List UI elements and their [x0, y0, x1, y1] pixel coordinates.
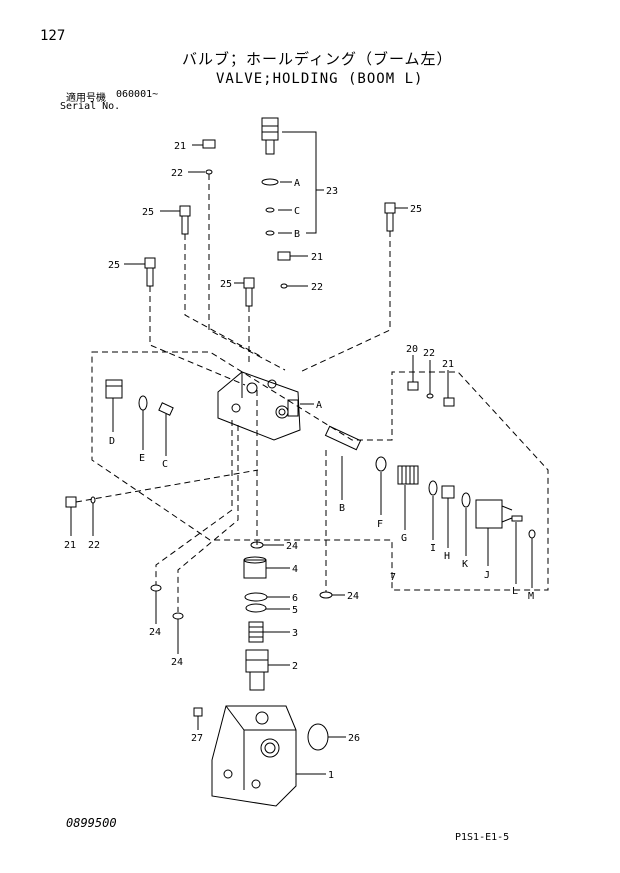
part-K-oring: [461, 492, 471, 508]
callout-22: 22: [171, 168, 183, 179]
callout-21: 21: [442, 359, 454, 370]
title-japanese: バルブ；ホールディング（ブーム左）: [182, 50, 453, 68]
callout-20: 20: [406, 344, 418, 355]
serial-value: 060001~: [116, 89, 159, 100]
valve-body: [217, 371, 301, 441]
part-E-oring: [138, 395, 148, 411]
part-21-plug-mid: [277, 251, 291, 289]
callout-21: 21: [64, 540, 76, 551]
assembly-boundary: [91, 351, 549, 591]
part-5-backup-ring: [245, 603, 267, 613]
part-4-piston: [243, 556, 267, 579]
part-25-bolt-3: [243, 277, 255, 307]
callout-C: C: [294, 206, 300, 217]
page-code: P1S1-E1-5: [455, 832, 510, 843]
callout-3: 3: [292, 628, 298, 639]
part-20-plug-right: [407, 381, 455, 407]
callout-I: I: [430, 543, 436, 554]
callout-A: A: [294, 178, 300, 189]
callout-F: F: [377, 519, 383, 530]
callout-H: H: [444, 551, 450, 562]
part-21-plug-lower: [65, 496, 96, 508]
callout-M: M: [528, 591, 534, 602]
part-25-bolt-1: [179, 205, 191, 235]
part-C-sleeve: [158, 402, 174, 416]
serial-label-english: Serial No.: [60, 101, 121, 112]
callout-25: 25: [410, 204, 422, 215]
part-24-oring-3: [172, 612, 184, 620]
callout-B: B: [294, 229, 300, 240]
part-24-oring-4: [319, 591, 333, 599]
part-23-plug: [261, 117, 279, 236]
callout-25: 25: [108, 260, 120, 271]
part-3-spring: [248, 621, 264, 643]
serial-label-japanese: 適用号機: [66, 93, 106, 104]
part-J-cap: [475, 499, 513, 529]
callout-23: 23: [326, 186, 338, 197]
callout-C: C: [162, 459, 168, 470]
callout-24: 24: [171, 657, 183, 668]
callout-labels: 21 22 25 25 25 25 A C B 23 21 22 20 22 2…: [64, 141, 534, 781]
callout-2: 2: [292, 661, 298, 672]
part-G-spring: [397, 465, 419, 485]
part-M-ring: [528, 529, 536, 539]
title-english: VALVE;HOLDING (BOOM L): [216, 71, 424, 87]
part-25-bolt-2: [144, 257, 156, 287]
part-D-plug: [105, 379, 123, 399]
callout-A: A: [316, 400, 322, 411]
callout-L: L: [512, 586, 518, 597]
part-26-oring: [307, 723, 329, 751]
part-27-plug: [193, 707, 203, 717]
callout-4: 4: [292, 564, 298, 575]
callout-7: 7: [390, 572, 396, 583]
part-2-poppet: [245, 649, 269, 691]
part-L-pin: [511, 515, 523, 522]
callout-24: 24: [347, 591, 359, 602]
callout-5: 5: [292, 605, 298, 616]
callout-G: G: [401, 533, 407, 544]
callout-E: E: [139, 453, 145, 464]
callout-B: B: [339, 503, 345, 514]
callout-1: 1: [328, 770, 334, 781]
callout-J: J: [484, 570, 490, 581]
part-21-plug-top: [202, 139, 216, 175]
callout-D: D: [109, 436, 115, 447]
part-H-plug: [441, 485, 455, 499]
document-code: 0899500: [66, 816, 117, 830]
part-25-bolt-4: [384, 202, 396, 232]
callout-22: 22: [88, 540, 100, 551]
part-F-washer: [375, 456, 387, 472]
part-6-oring: [244, 592, 268, 602]
part-1-housing: [211, 705, 297, 807]
callout-21: 21: [311, 252, 323, 263]
callout-22: 22: [423, 348, 435, 359]
callout-24: 24: [286, 541, 298, 552]
part-24-oring-2: [150, 584, 162, 592]
callout-6: 6: [292, 593, 298, 604]
part-I-oring: [428, 480, 438, 496]
callout-25: 25: [220, 279, 232, 290]
callout-26: 26: [348, 733, 360, 744]
page-number: 127: [40, 28, 66, 44]
callout-27: 27: [191, 733, 203, 744]
callout-22: 22: [311, 282, 323, 293]
part-B-spool: [324, 425, 362, 451]
callout-K: K: [462, 559, 468, 570]
callout-24: 24: [149, 627, 161, 638]
callout-21: 21: [174, 141, 186, 152]
callout-25: 25: [142, 207, 154, 218]
